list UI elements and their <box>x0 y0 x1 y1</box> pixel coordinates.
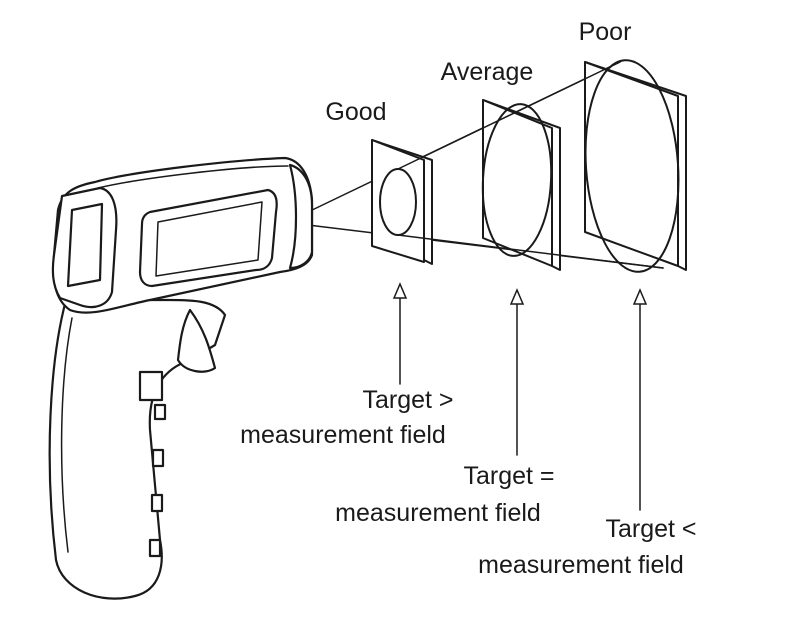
cone-overlay <box>397 61 664 269</box>
grip-ridges <box>60 317 167 558</box>
rear-display-screen <box>66 202 104 288</box>
panel-average <box>481 99 561 271</box>
spot-poor <box>584 59 680 273</box>
spot-average <box>481 103 553 257</box>
body-top-ridge <box>97 165 289 189</box>
label-poor: Poor <box>579 18 632 46</box>
label-target-equal-line2: measurement field <box>335 499 541 527</box>
label-target-less-line2: measurement field <box>478 551 684 579</box>
thermometer-handle <box>48 298 227 600</box>
panel-poor <box>584 59 687 273</box>
label-target-equal-line1: Target = <box>463 462 554 490</box>
arrow-good <box>392 282 408 385</box>
label-target-greater-line2: measurement field <box>240 421 446 449</box>
label-good: Good <box>325 98 386 126</box>
side-window-inner <box>155 201 263 277</box>
thermometer-trigger <box>176 308 217 373</box>
panel-good <box>371 139 433 265</box>
label-average: Average <box>441 58 534 86</box>
sensor-nose <box>288 163 314 270</box>
label-target-greater-line1: Target > <box>362 386 453 414</box>
ir-thermometer-icon <box>48 156 314 600</box>
arrow-poor <box>632 288 648 511</box>
arrow-average <box>509 288 525 456</box>
label-target-less-line1: Target < <box>605 515 696 543</box>
